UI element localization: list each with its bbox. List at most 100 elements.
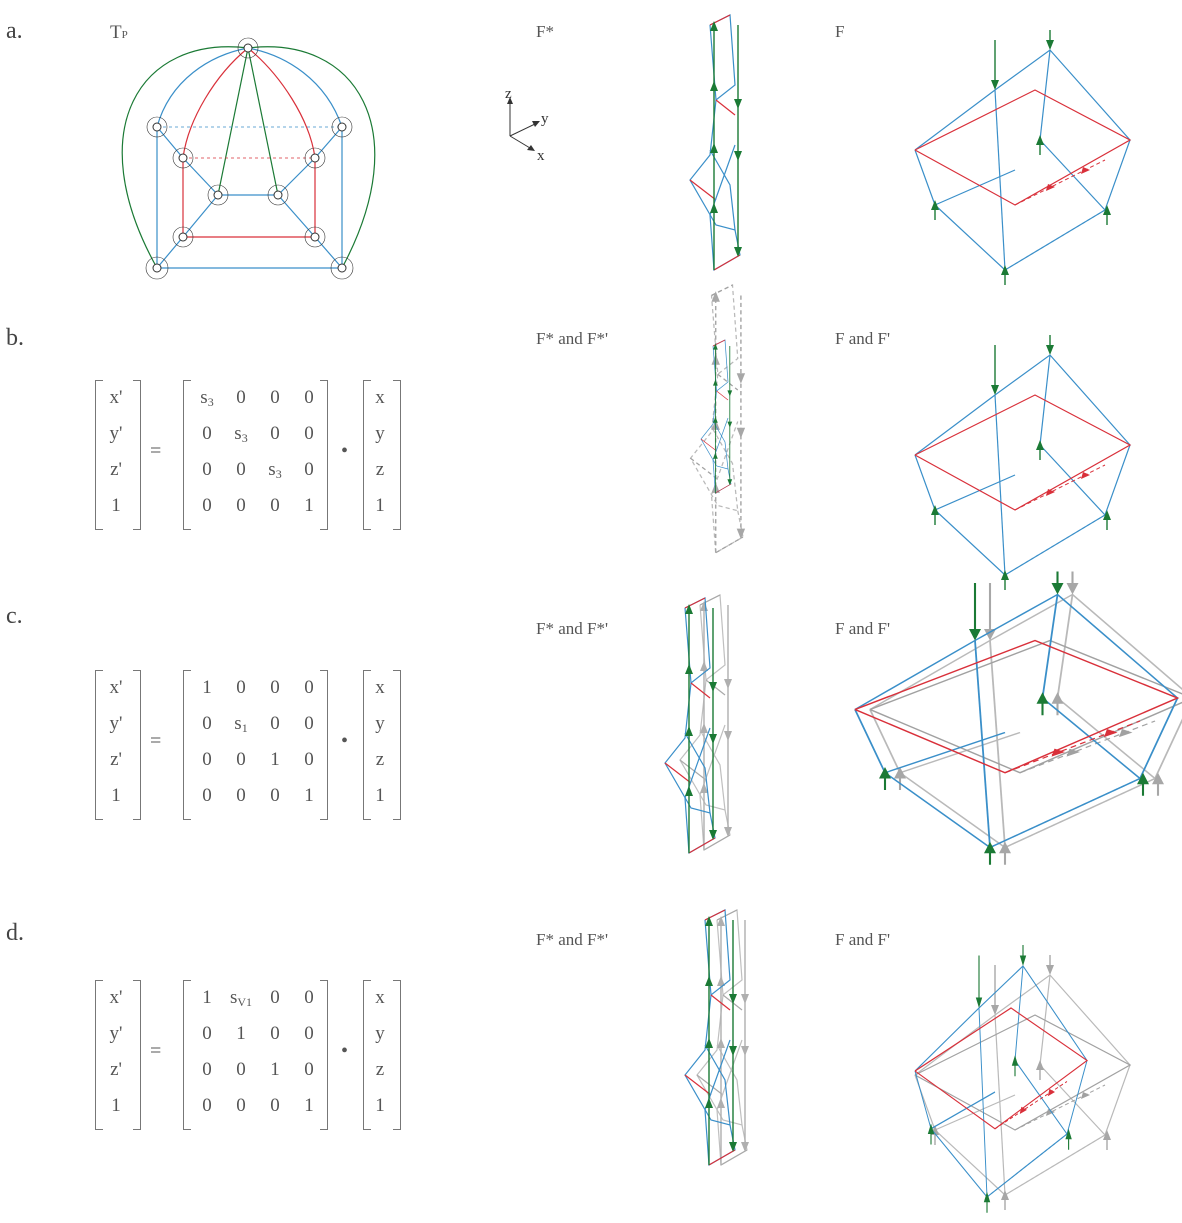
matrix-cell: 0: [190, 1052, 224, 1088]
matrix-cell: 0: [224, 670, 258, 706]
dual-diagram-a: [680, 15, 800, 275]
matrix-cell: 0: [190, 488, 224, 524]
vector-cell: z': [99, 742, 133, 778]
bracket: [133, 380, 141, 530]
equals-sign: =: [150, 440, 161, 463]
row-label-d: d.: [6, 920, 24, 947]
form-title-d: F and F': [835, 930, 890, 950]
axis-y-label: y: [541, 111, 549, 127]
matrix-cell: 0: [190, 706, 224, 742]
matrix-cell: 0: [258, 416, 292, 452]
matrix-cell: 1: [224, 1016, 258, 1052]
matrix-cell: 0: [224, 1052, 258, 1088]
equals-sign: =: [150, 1040, 161, 1063]
dual-diagram-b: [680, 285, 800, 550]
vector-cell: y': [99, 1016, 133, 1052]
equals-sign: =: [150, 730, 161, 753]
matrix-cell: 0: [190, 742, 224, 778]
vector-cell: y': [99, 416, 133, 452]
matrix-cell: 0: [190, 452, 224, 488]
vector-cell: z: [363, 1052, 397, 1088]
matrix-cell: 0: [224, 380, 258, 416]
vector-cell: z': [99, 452, 133, 488]
vector-cell: 1: [363, 778, 397, 814]
axis-z-label: z: [505, 86, 512, 102]
axes-indicator: z y x: [495, 88, 555, 163]
matrix-cell: 1: [292, 1088, 326, 1124]
matrix-cell: 0: [190, 1088, 224, 1124]
matrix-cell: 0: [190, 416, 224, 452]
lhs-vector: x'y'z'1: [99, 670, 133, 814]
form-title-b: F and F': [835, 329, 890, 349]
vector-cell: y': [99, 706, 133, 742]
matrix-cell: 0: [292, 706, 326, 742]
multiply-dot: •: [341, 440, 348, 463]
axis-x-label: x: [537, 148, 545, 164]
lhs-vector: x'y'z'1: [99, 980, 133, 1124]
vector-cell: x': [99, 380, 133, 416]
vector-cell: 1: [363, 488, 397, 524]
matrix-cell: s1: [224, 706, 258, 742]
matrix-cell: sV1: [224, 980, 258, 1016]
matrix-cell: 1: [292, 778, 326, 814]
dual-title-d: F* and F*': [536, 930, 608, 950]
vector-cell: 1: [99, 488, 133, 524]
form-diagram-a: [915, 15, 1155, 280]
matrix-cell: 0: [292, 980, 326, 1016]
matrix-cell: 0: [292, 416, 326, 452]
matrix-cell: 0: [224, 778, 258, 814]
lhs-vector: x'y'z'1: [99, 380, 133, 524]
form-diagram-d: [915, 925, 1155, 1220]
matrix-cell: 1: [292, 488, 326, 524]
matrix-cell: 0: [258, 670, 292, 706]
matrix-cell: 1: [258, 742, 292, 778]
matrix-cell: 0: [224, 488, 258, 524]
matrix-cell: 0: [292, 452, 326, 488]
bracket: [133, 980, 141, 1130]
matrix-cell: s3: [190, 380, 224, 416]
form-title-a: F: [835, 22, 844, 42]
matrix-equation-b: x'y'z'1=s30000s30000s300001•xyz1: [95, 378, 405, 533]
topology-graph-tp: [100, 30, 390, 290]
row-label-b: b.: [6, 325, 24, 352]
multiply-dot: •: [341, 730, 348, 753]
vector-cell: x: [363, 380, 397, 416]
vector-cell: z: [363, 452, 397, 488]
dual-diagram-d: [675, 905, 795, 1180]
vector-cell: x: [363, 980, 397, 1016]
matrix-cell: s3: [224, 416, 258, 452]
multiply-dot: •: [341, 1040, 348, 1063]
dual-diagram-c: [655, 590, 775, 865]
matrix-cell: s3: [258, 452, 292, 488]
vector-cell: 1: [99, 1088, 133, 1124]
vector-cell: x': [99, 670, 133, 706]
vector-cell: y: [363, 706, 397, 742]
matrix-cell: 0: [258, 778, 292, 814]
matrix-cell: 0: [224, 742, 258, 778]
matrix-cell: 0: [190, 778, 224, 814]
matrix-cell: 0: [258, 1088, 292, 1124]
vector-cell: z': [99, 1052, 133, 1088]
matrix-cell: 0: [224, 1088, 258, 1124]
form-diagram-b: [915, 320, 1155, 565]
matrix-cell: 0: [258, 1016, 292, 1052]
dual-title-c: F* and F*': [536, 619, 608, 639]
vector-cell: x': [99, 980, 133, 1016]
matrix-cell: 0: [292, 380, 326, 416]
row-label-a: a.: [6, 18, 23, 45]
matrix-cell: 0: [292, 670, 326, 706]
vector-cell: 1: [99, 778, 133, 814]
matrix-cell: 0: [258, 380, 292, 416]
matrix-cell: 0: [258, 980, 292, 1016]
vector-cell: y: [363, 1016, 397, 1052]
matrix-cell: 1: [258, 1052, 292, 1088]
matrix-cell: 0: [258, 488, 292, 524]
dual-title-a: F*: [536, 22, 554, 42]
